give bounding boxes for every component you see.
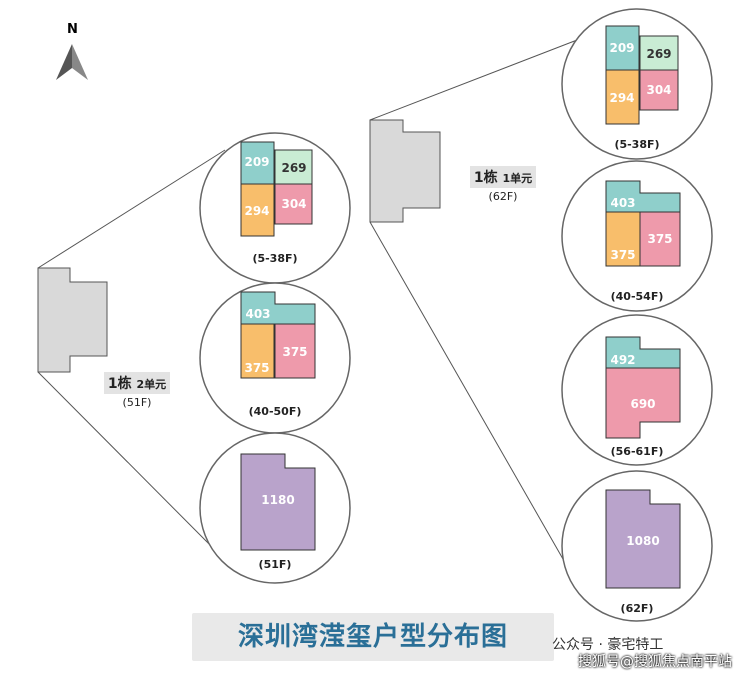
unit-375-a: [605, 211, 641, 267]
unit-304: [639, 69, 679, 111]
unit-label: 269: [281, 161, 306, 175]
unit-label: 375: [244, 361, 269, 375]
floor-range-label: (51F): [259, 558, 292, 571]
unit-375-a: [240, 323, 275, 379]
unit-label: 492: [610, 353, 635, 367]
building-unit: 1单元: [502, 172, 533, 185]
unit-294: [605, 69, 640, 125]
unit-294: [240, 183, 275, 237]
unit-label: 403: [245, 307, 270, 321]
unit-label: 269: [646, 47, 671, 61]
building-footprint-unit2: [37, 267, 108, 373]
unit-plan-set: [240, 291, 316, 379]
building-name: 1栋: [473, 170, 498, 186]
unit-label: 294: [609, 91, 634, 105]
north-arrow-icon: [56, 44, 88, 80]
unit-plan-set: [605, 180, 681, 267]
unit-269: [639, 35, 679, 71]
unit-plan-set: [605, 25, 679, 125]
diagram-title: 深圳湾滢玺户型分布图: [192, 613, 554, 661]
unit-375-b: [639, 211, 681, 267]
unit-label: 294: [244, 204, 269, 218]
connector-line: [37, 371, 226, 561]
unit-690: [605, 367, 681, 439]
connector-line: [369, 221, 576, 581]
floor-range-label: (5-38F): [614, 138, 659, 151]
floor-range-label: (62F): [621, 602, 654, 615]
unit-label: 304: [281, 197, 306, 211]
building-tag-unit2: 1栋 2单元 (51F): [92, 372, 182, 409]
unit-plan-set: [240, 141, 313, 237]
unit-plan-set: [605, 336, 681, 439]
connector-line: [37, 149, 226, 269]
unit-1180: [240, 453, 316, 551]
unit-304: [274, 183, 313, 225]
building-floors: (51F): [122, 396, 152, 409]
wechat-account: 公众号 · 豪宅特工: [552, 637, 664, 653]
connector-line: [369, 34, 591, 121]
unit-label: 209: [244, 155, 269, 169]
unit-label: 209: [609, 41, 634, 55]
floor-range-label: (56-61F): [611, 445, 664, 458]
unit-label: 403: [610, 196, 635, 210]
unit-label: 375: [610, 248, 635, 262]
unit-label: 375: [647, 232, 672, 246]
building-unit: 2单元: [136, 378, 167, 391]
unit-1080: [605, 489, 681, 589]
building-footprint-unit1: [369, 119, 441, 223]
building-tag-unit1: 1栋 1单元 (62F): [458, 166, 548, 203]
unit-label: 304: [646, 83, 671, 97]
unit-label: 1180: [261, 493, 294, 507]
building-name: 1栋: [107, 376, 132, 392]
floor-range-label: (40-54F): [611, 290, 664, 303]
building-floors: (62F): [488, 190, 518, 203]
unit-label: 1080: [626, 534, 659, 548]
unit-label: 375: [282, 345, 307, 359]
floor-range-label: (5-38F): [252, 252, 297, 265]
north-label: N: [67, 22, 78, 37]
unit-209: [605, 25, 640, 71]
watermark: 搜狐号@搜狐焦点南平站: [578, 654, 732, 670]
unit-label: 690: [630, 397, 655, 411]
floor-range-label: (40-50F): [249, 405, 302, 418]
unit-375-b: [274, 323, 316, 379]
